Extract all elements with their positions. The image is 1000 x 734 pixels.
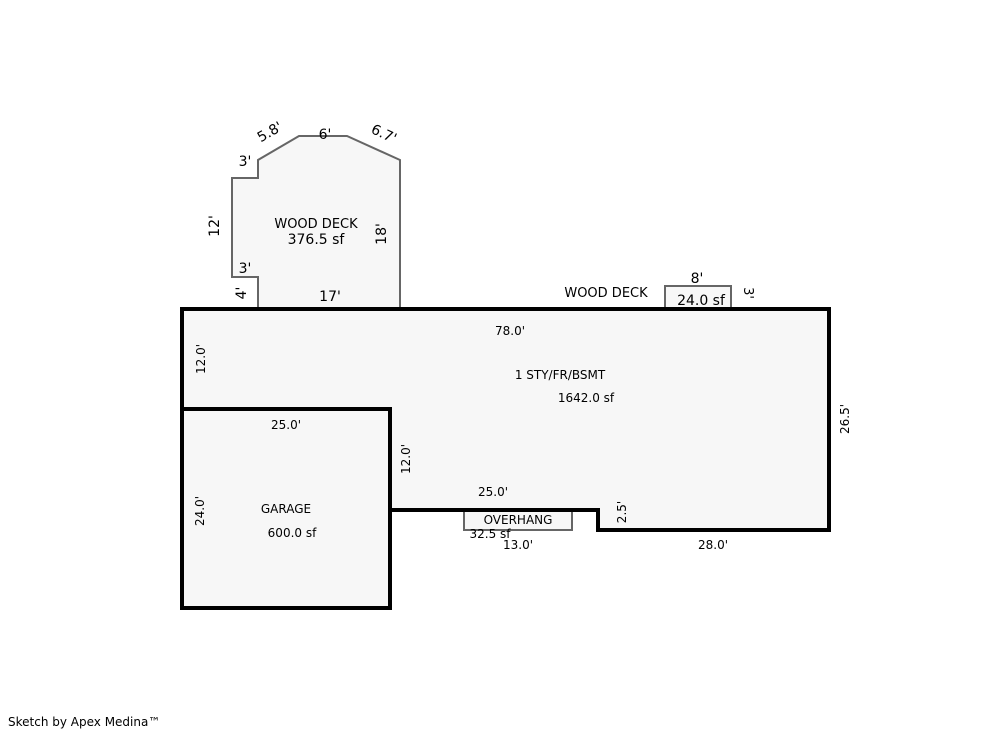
dim-deck-diag-left: 5.8' <box>255 119 286 146</box>
dim-main-step: 2.5' <box>615 501 629 523</box>
wood-deck-small-area: 24.0 sf <box>677 293 726 309</box>
garage-name: GARAGE <box>261 502 311 516</box>
dim-small-deck-depth: 3' <box>740 287 755 299</box>
wood-deck-small-name: WOOD DECK <box>564 286 648 301</box>
garage-area: 600.0 sf <box>268 526 317 540</box>
dim-main-bottom-mid: 25.0' <box>478 485 508 499</box>
main-house-area: 1642.0 sf <box>558 391 615 405</box>
dim-main-top: 78.0' <box>495 324 525 338</box>
dim-deck-notch-top: 3' <box>239 154 252 170</box>
main-house-name: 1 STY/FR/BSMT <box>515 368 606 382</box>
dim-small-deck-width: 8' <box>691 271 704 287</box>
dim-deck-notch-bottom: 3' <box>239 261 252 277</box>
wood-deck-large-outline <box>231 135 401 309</box>
overhang-area: 32.5 sf <box>469 527 511 541</box>
wood-deck-large-area: 376.5 sf <box>288 232 346 248</box>
dim-main-inner-vertical: 12.0' <box>399 444 413 474</box>
dim-deck-diag-right: 6.7' <box>368 122 398 148</box>
dim-deck-stub: 4' <box>234 287 250 300</box>
overhang-name: OVERHANG <box>484 513 553 527</box>
dim-main-left: 12.0' <box>194 344 208 374</box>
dim-deck-left: 12' <box>207 215 223 237</box>
dim-deck-right: 18' <box>374 223 390 245</box>
dim-garage-top: 25.0' <box>271 418 301 432</box>
dim-garage-left: 24.0' <box>193 496 207 526</box>
dim-overhang-width: 13.0' <box>503 538 533 552</box>
dim-deck-bottom: 17' <box>319 289 341 305</box>
sketch-credit: Sketch by Apex Medina™ <box>8 715 161 729</box>
dim-main-right: 26.5' <box>838 404 852 434</box>
dim-main-bottom-right: 28.0' <box>698 538 728 552</box>
wood-deck-large-name: WOOD DECK <box>274 217 358 232</box>
dim-deck-top: 6' <box>319 127 332 143</box>
garage-outline <box>180 407 392 610</box>
